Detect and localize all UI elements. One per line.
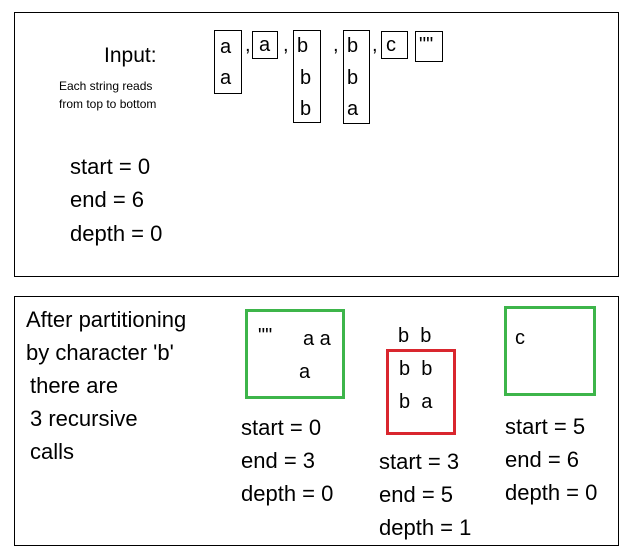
call-1-box: "" a a a [245,309,345,399]
call-2-end: end = 5 [379,482,454,507]
char: b [297,35,309,57]
end-value: end = 6 [70,187,145,212]
input-string-3: b b b [293,30,321,123]
empty-string: "" [419,34,434,56]
input-string-6-empty: "" [415,31,443,62]
note-line-2: from top to bottom [59,97,157,111]
note-line-1: Each string reads [59,79,153,93]
partition-panel: After partitioning by character 'b' ther… [14,296,619,546]
char: a [259,34,271,56]
input-string-1: a a [214,30,242,94]
call-2-row-1: b b [399,358,433,380]
call-1-row-2: a [299,361,311,383]
separator: , [372,34,378,56]
input-string-5: c [381,31,408,59]
empty-string: "" [258,325,273,347]
description-line-5: calls [30,439,75,464]
call-2-depth: depth = 1 [379,515,472,540]
call-1-row-1: a a [303,328,331,350]
description-line-3: there are [30,373,119,398]
separator: , [333,34,339,56]
separator: , [283,34,289,56]
char: b [300,98,312,120]
call-2-box: b b b a [386,349,456,435]
char: b [347,35,359,57]
input-string-4: b b a [343,30,370,124]
call-2-row-2: b a [399,391,433,413]
char: a [347,98,359,120]
input-label: Input: [104,44,157,67]
char: a [220,36,232,58]
call-3-char: c [515,327,525,349]
separator: , [245,34,251,56]
char: b [300,67,312,89]
char: b [347,67,359,89]
call-3-end: end = 6 [505,447,580,472]
call-1-start: start = 0 [241,415,322,440]
call-1-end: end = 3 [241,448,316,473]
char: a [220,67,232,89]
description-line-1: After partitioning [26,307,187,332]
call-2-start: start = 3 [379,449,460,474]
call-3-depth: depth = 0 [505,480,598,505]
input-string-2: a [252,31,278,59]
char: c [386,34,396,56]
description-line-4: 3 recursive [30,406,138,431]
input-panel: Input: Each string reads from top to bot… [14,12,619,277]
call-3-start: start = 5 [505,414,586,439]
call-3-box: c [504,306,596,396]
depth-value: depth = 0 [70,221,163,246]
call-2-above-row: b b [398,325,432,347]
description-line-2: by character 'b' [26,340,174,365]
call-1-depth: depth = 0 [241,481,334,506]
start-value: start = 0 [70,154,151,179]
